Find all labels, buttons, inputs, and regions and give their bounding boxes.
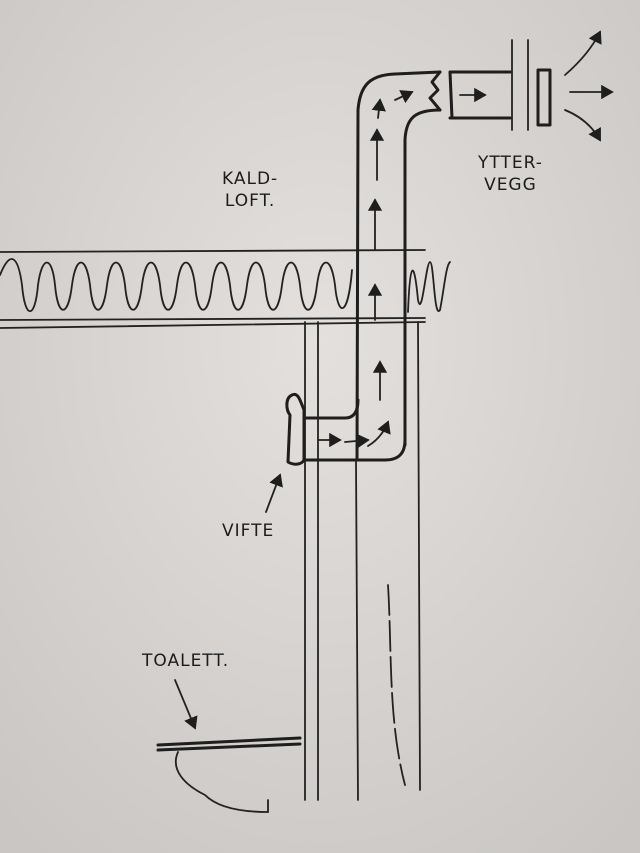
fan-icon [285, 392, 306, 466]
label-outer-wall-line1: YTTER- [478, 153, 543, 173]
airflow-arrows [317, 30, 614, 449]
label-cold-attic: KALD- LOFT. [222, 168, 278, 212]
fan-pointer-arrow [265, 473, 283, 513]
label-cold-attic-line2: LOFT. [224, 191, 276, 211]
label-outer-wall-line2: VEGG [484, 175, 537, 195]
label-outer-wall: YTTER- VEGG [478, 152, 543, 196]
exhaust-duct [303, 70, 442, 462]
attic-insulation [0, 249, 451, 329]
outer-wall-outlet [448, 39, 552, 131]
interior-walls [304, 321, 421, 801]
label-cold-attic-line1: KALD- [222, 169, 279, 189]
toilet-icon [156, 679, 302, 813]
label-fan: VIFTE [222, 521, 275, 541]
label-toilet: TOALETT. [142, 651, 230, 671]
